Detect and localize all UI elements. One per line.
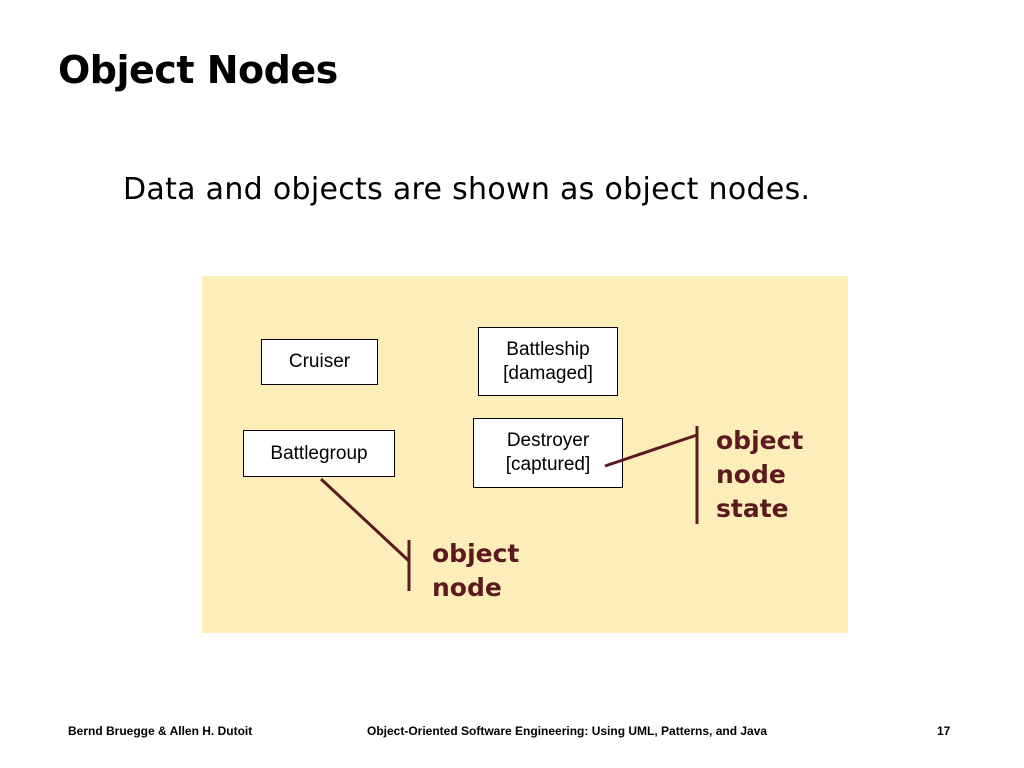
- slide-title: Object Nodes: [58, 48, 338, 92]
- object-node-cruiser: Cruiser: [261, 339, 378, 385]
- footer-authors: Bernd Bruegge & Allen H. Dutoit: [68, 724, 253, 738]
- object-node-destroyer: Destroyer [captured]: [473, 418, 623, 488]
- callout-line: object: [432, 539, 520, 568]
- node-label: Cruiser: [288, 351, 351, 373]
- callout-line: node: [716, 460, 786, 489]
- callout-line: node: [432, 573, 502, 602]
- object-node-battlegroup: Battlegroup: [243, 430, 395, 477]
- callout-object-node: object node: [432, 537, 519, 605]
- footer-page-number: 17: [937, 724, 951, 738]
- footer-course-title: Object-Oriented Software Engineering: Us…: [367, 724, 768, 738]
- node-state: [damaged]: [503, 362, 593, 384]
- object-node-battleship: Battleship [damaged]: [478, 327, 618, 396]
- callout-line: state: [716, 494, 789, 523]
- node-label: Battleship: [506, 338, 590, 360]
- node-label: Battlegroup: [270, 442, 368, 464]
- callout-object-node-state: object node state: [716, 424, 803, 526]
- node-state: [captured]: [505, 454, 591, 475]
- slide-subtitle: Data and objects are shown as object nod…: [123, 172, 811, 207]
- callout-line: object: [716, 426, 804, 455]
- node-label: Destroyer: [506, 430, 590, 452]
